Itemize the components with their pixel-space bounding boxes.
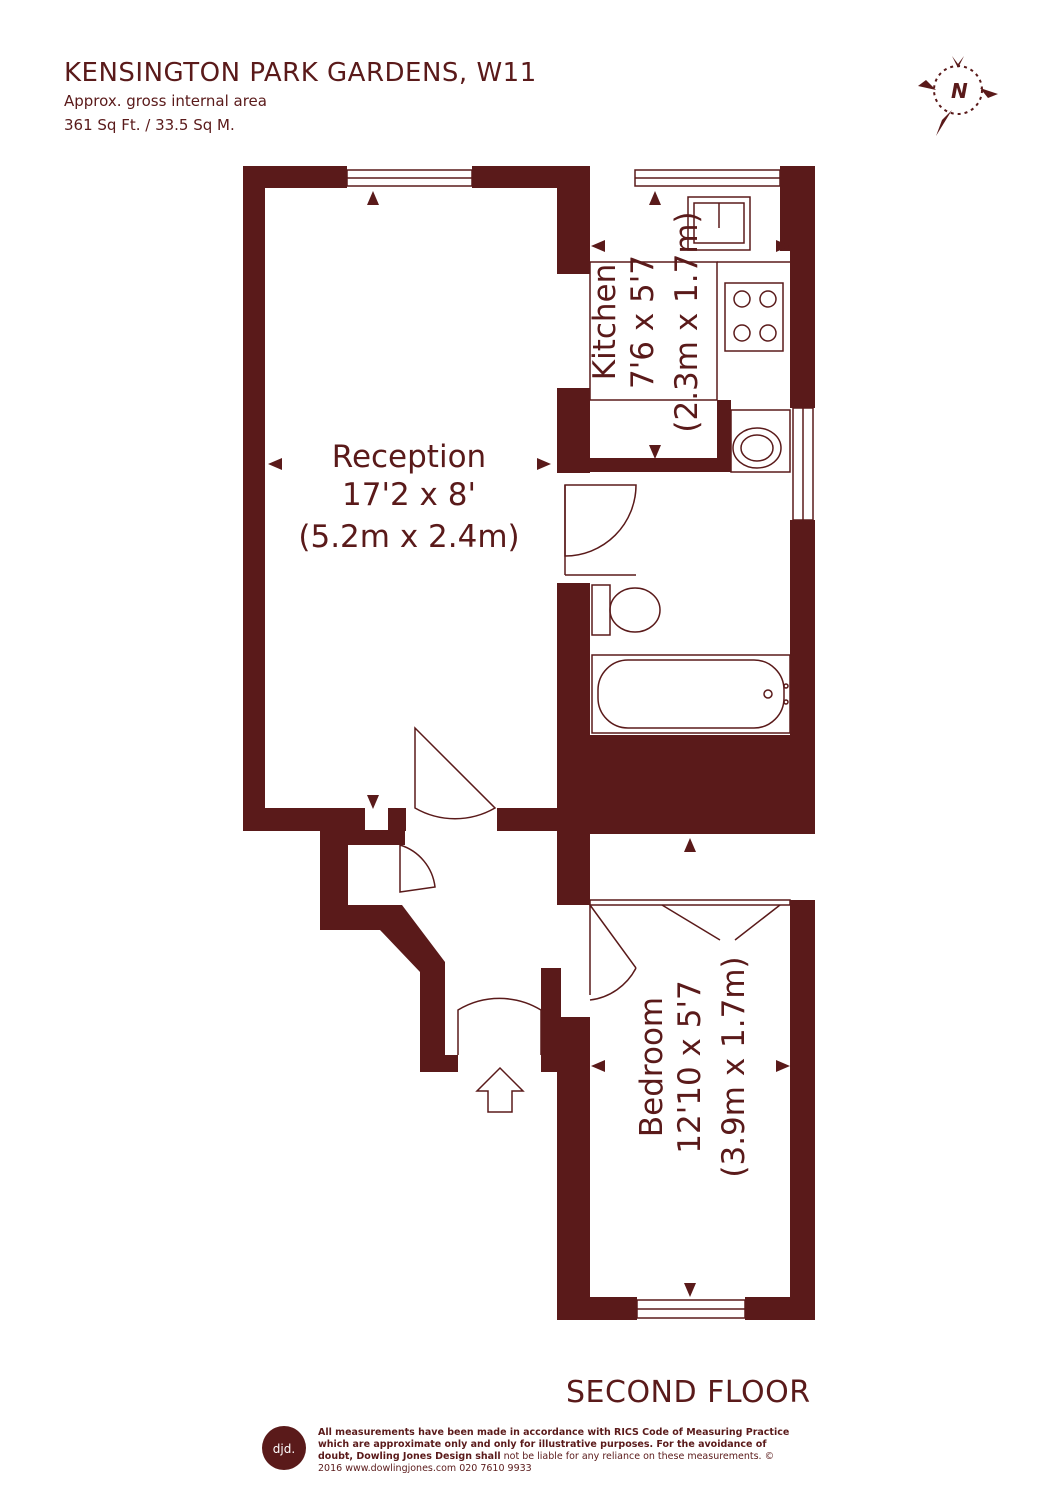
bedroom-metric: (3.9m x 1.7m) [716, 956, 752, 1177]
reception-name: Reception [332, 439, 486, 475]
djd-logo: djd. [262, 1426, 306, 1470]
disclaimer: All measurements have been made in accor… [318, 1427, 798, 1475]
walls [243, 166, 815, 1320]
kitchen-imperial: 7'6 x 5'7 [625, 255, 661, 389]
area-value: 361 Sq Ft. / 33.5 Sq M. [64, 116, 235, 134]
entrance-arrow-icon [475, 1066, 525, 1113]
reception-imperial: 17'2 x 8' [342, 477, 476, 513]
property-title: KENSINGTON PARK GARDENS, W11 [64, 58, 537, 88]
logo-text: djd. [273, 1442, 295, 1456]
windows [346, 169, 814, 1319]
reception-label: Reception 17'2 x 8' (5.2m x 2.4m) [298, 439, 519, 555]
disclaimer-bold: All measurements have been made in accor… [318, 1427, 790, 1462]
kitchen-name: Kitchen [587, 264, 623, 381]
reception-metric: (5.2m x 2.4m) [298, 519, 519, 555]
bedroom-name: Bedroom [634, 997, 670, 1137]
disclaimer-rest: not be liable for any reliance on these … [318, 1451, 775, 1474]
compass-icon: N [918, 56, 998, 136]
kitchen-label: Kitchen 7'6 x 5'7 (2.3m x 1.7m) [587, 211, 705, 432]
area-label: Approx. gross internal area [64, 92, 267, 110]
fixtures [399, 196, 791, 1055]
bedroom-label: Bedroom 12'10 x 5'7 (3.9m x 1.7m) [634, 956, 752, 1177]
floor-label: SECOND FLOOR [566, 1375, 811, 1410]
dimension-arrows [268, 191, 790, 1297]
compass-label: N [951, 79, 968, 103]
bedroom-imperial: 12'10 x 5'7 [672, 980, 708, 1153]
kitchen-metric: (2.3m x 1.7m) [669, 211, 705, 432]
